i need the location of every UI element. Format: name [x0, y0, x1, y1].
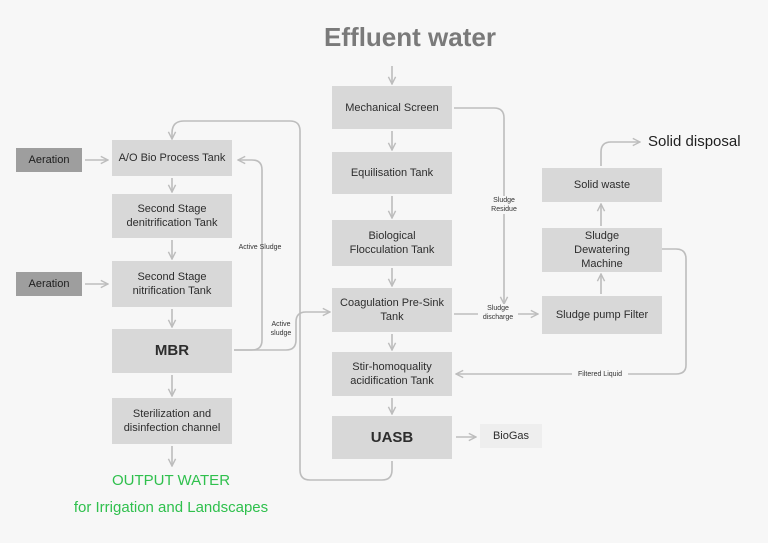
solid-disposal-label: Solid disposal [648, 133, 741, 150]
diagram-title: Effluent water [324, 22, 496, 52]
mbr-box: MBR [112, 329, 232, 373]
sludge-pump-filter: Sludge pump Filter [542, 296, 662, 334]
label-filtered-liquid: Filtered Liquid [572, 370, 628, 379]
output-water-subtitle: for Irrigation and Landscapes [73, 499, 269, 516]
biogas-box: BioGas [480, 424, 542, 448]
arrow-active-sludge-return [234, 160, 263, 351]
coagulation-pre-sink-tank: Coagulation Pre-Sink Tank [332, 288, 452, 332]
equalisation-tank: Equilisation Tank [332, 152, 452, 194]
mechanical-screen: Mechanical Screen [332, 86, 452, 129]
arrow-sludge-residue [454, 107, 504, 304]
ao-bio-process-tank: A/O Bio Process Tank [112, 140, 232, 176]
label-active-sludge-mbr: Active sludge [270, 321, 292, 337]
second-stage-nitrification-tank: Second Stage nitrification Tank [112, 261, 232, 307]
biological-flocculation-tank: Biological Flocculation Tank [332, 220, 452, 266]
sludge-dewatering-machine: Sludge Dewatering Machine [542, 228, 662, 272]
uasb-box: UASB [332, 416, 452, 459]
second-stage-denitrification-tank: Second Stage denitrification Tank [112, 194, 232, 238]
arrow-filtered-liquid [456, 248, 687, 374]
arrow-waste-to-disposal [600, 142, 640, 166]
aeration-box-1: Aeration [16, 148, 82, 172]
output-water-title: OUTPUT WATER [111, 472, 231, 489]
sterilization-channel: Sterilization and disinfection channel [112, 398, 232, 444]
aeration-box-2: Aeration [16, 272, 82, 296]
label-sludge-discharge: Sludge discharge [478, 304, 518, 322]
label-active-sludge-return: Active Sludge [238, 244, 282, 251]
stir-homoquality-acidification-tank: Stir-homoquality acidification Tank [332, 352, 452, 396]
label-sludge-residue: Sludge Residue [484, 196, 524, 214]
arrow-mbr-to-coag [234, 312, 330, 351]
solid-waste-box: Solid waste [542, 168, 662, 202]
arrow-uasb-loop-to-ao [172, 120, 393, 481]
